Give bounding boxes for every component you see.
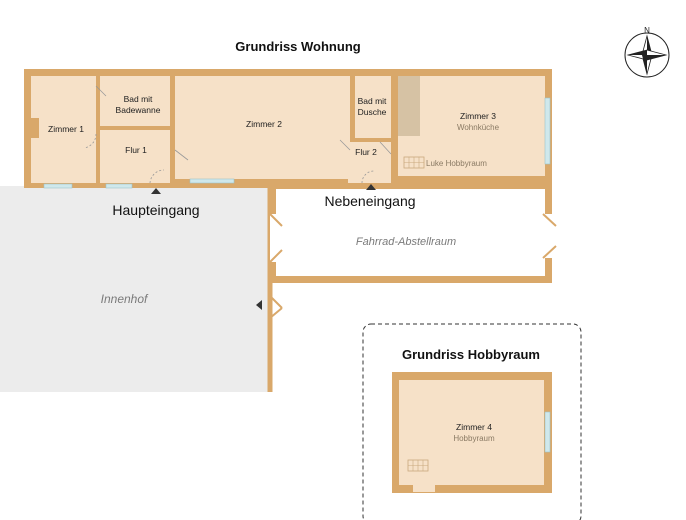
hobby-plan-frame xyxy=(362,323,582,520)
label-side-entrance: Nebeneingang xyxy=(324,193,415,209)
label-main-entrance: Haupteingang xyxy=(112,202,199,218)
bike-room-door-gap xyxy=(270,214,278,262)
label-luke-hobbyraum: Luke Hobbyraum xyxy=(426,159,487,168)
window xyxy=(43,183,73,189)
room-bad-dusche xyxy=(355,76,391,138)
door xyxy=(95,85,107,97)
door xyxy=(174,149,189,161)
label-zimmer-3: Zimmer 3 xyxy=(460,111,496,121)
door xyxy=(542,213,557,259)
courtyard-entrance-marker-icon xyxy=(256,300,262,310)
door xyxy=(361,170,375,184)
kitchen-counter xyxy=(398,76,420,136)
main-entrance-marker-icon xyxy=(151,188,161,194)
label-flur-1: Flur 1 xyxy=(125,145,147,155)
door xyxy=(149,169,165,184)
room-zimmer-3 xyxy=(398,76,545,176)
chimney xyxy=(31,118,39,138)
hobby-title: Grundriss Hobbyraum xyxy=(402,347,540,362)
hatch-icon xyxy=(403,156,425,169)
bike-room-floor xyxy=(276,189,545,276)
label-bad-2-line1: Bad mit xyxy=(358,96,387,106)
label-zimmer-4-sub: Hobbyraum xyxy=(453,434,495,443)
label-bad-1-line2: Badewanne xyxy=(116,105,161,115)
room-zimmer-1 xyxy=(31,76,96,183)
door xyxy=(339,139,351,151)
window xyxy=(189,178,235,184)
bike-room-door-gap xyxy=(543,214,553,258)
door xyxy=(269,213,283,263)
door xyxy=(379,141,392,155)
room-flur-2 xyxy=(348,142,391,183)
compass-icon xyxy=(624,32,670,78)
side-entrance-marker-icon xyxy=(366,184,376,190)
courtyard-door xyxy=(269,295,283,319)
window xyxy=(544,97,551,165)
apartment-title: Grundriss Wohnung xyxy=(235,39,360,54)
label-zimmer-3-sub: Wohnküche xyxy=(457,123,500,132)
label-flur-2: Flur 2 xyxy=(355,147,377,157)
label-bike-room: Fahrrad-Abstellraum xyxy=(356,236,456,248)
label-zimmer-4: Zimmer 4 xyxy=(456,422,492,432)
label-bad-2-line2: Dusche xyxy=(358,107,387,117)
courtyard-area xyxy=(0,186,270,392)
window xyxy=(544,411,551,453)
room-flur-1 xyxy=(100,130,170,183)
compass-north-label: N xyxy=(644,26,650,35)
room-zimmer-4 xyxy=(399,380,544,485)
room-bad-badewanne xyxy=(100,76,170,126)
label-zimmer-1: Zimmer 1 xyxy=(48,124,84,134)
door xyxy=(83,133,97,149)
hatch-icon xyxy=(407,459,429,472)
window xyxy=(105,183,133,189)
label-bad-1-line1: Bad mit xyxy=(124,94,153,104)
room-zimmer-2 xyxy=(175,76,350,179)
label-zimmer-2: Zimmer 2 xyxy=(246,119,282,129)
label-courtyard: Innenhof xyxy=(101,292,149,306)
hobby-stair-gap xyxy=(413,484,435,492)
